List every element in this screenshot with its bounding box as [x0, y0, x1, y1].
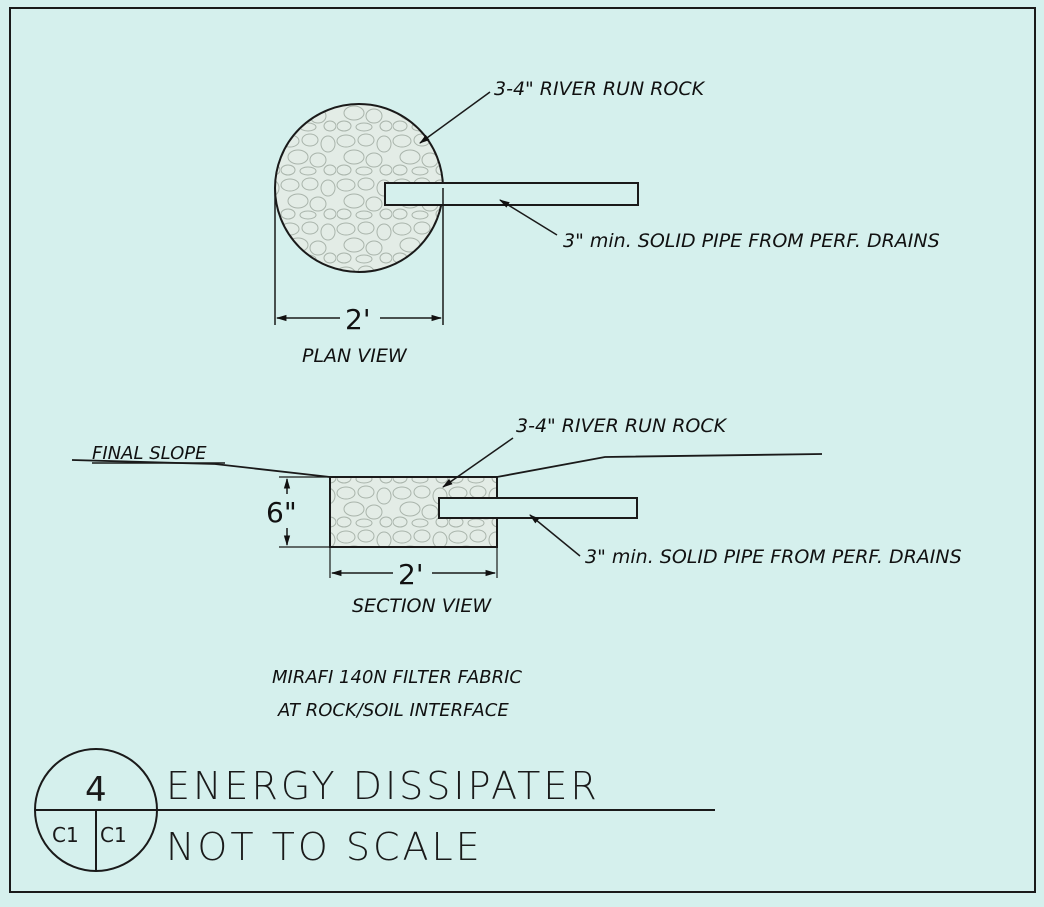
plan-rock-leader: [419, 91, 491, 144]
detail-number: 4: [85, 770, 107, 810]
section-pipe-label: 3" min. SOLID PIPE FROM PERF. DRAINS: [585, 546, 962, 568]
note-line-1: MIRAFI 140N FILTER FABRIC: [272, 667, 522, 688]
plan-pipe: [384, 182, 639, 206]
title-block: 4 C1 C1 ENERGY DISSIPATER NOT TO SCALE: [34, 748, 715, 872]
plan-rock-label: 3-4" RIVER RUN ROCK: [494, 78, 706, 100]
plan-view: 3-4" RIVER RUN ROCK 3" min. SOLID PIPE F…: [274, 78, 940, 367]
section-rock-label: 3-4" RIVER RUN ROCK: [516, 415, 728, 437]
section-pipe-leader: [529, 514, 581, 557]
notes: MIRAFI 140N FILTER FABRIC AT ROCK/SOIL I…: [272, 667, 522, 721]
final-slope-label: FINAL SLOPE: [92, 443, 207, 464]
plan-view-label: PLAN VIEW: [302, 345, 408, 367]
section-depth-dimension: 6": [266, 496, 297, 529]
section-view-label: SECTION VIEW: [352, 595, 492, 617]
section-width-dimension: 2': [398, 558, 424, 591]
plan-dimension: 2': [345, 303, 371, 336]
sheet-ref-left: C1: [52, 823, 79, 847]
section-rock-leader: [442, 437, 514, 488]
detail-title: ENERGY DISSIPATER: [166, 764, 600, 808]
plan-pipe-label: 3" min. SOLID PIPE FROM PERF. DRAINS: [563, 230, 940, 252]
sheet-ref-right: C1: [100, 823, 127, 847]
note-line-2: AT ROCK/SOIL INTERFACE: [277, 700, 509, 721]
drawing-border: [9, 7, 1036, 893]
detail-subtitle: NOT TO SCALE: [166, 825, 483, 869]
plan-pipe-leader: [499, 199, 558, 236]
section-pipe: [438, 497, 638, 519]
section-view: FINAL SLOPE 3-4" RIVER RUN ROCK 3" min. …: [71, 415, 962, 617]
